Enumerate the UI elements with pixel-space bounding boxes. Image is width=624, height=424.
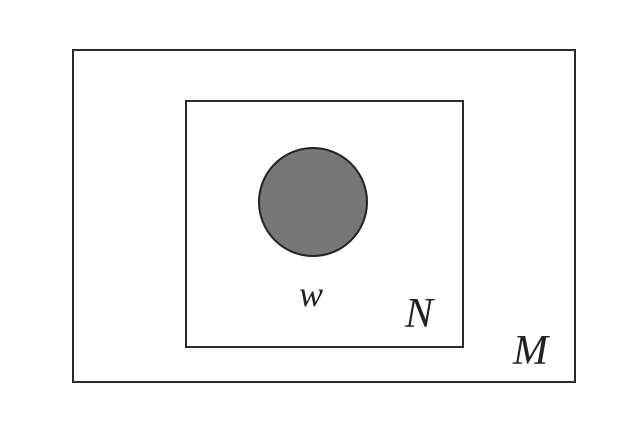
- node-label-w: w: [299, 274, 324, 314]
- plate-m: [72, 49, 576, 383]
- plate-n: [185, 100, 464, 348]
- plate-label-m: M: [513, 328, 548, 374]
- observed-node-w: [258, 147, 368, 257]
- plate-label-n: N: [405, 291, 434, 337]
